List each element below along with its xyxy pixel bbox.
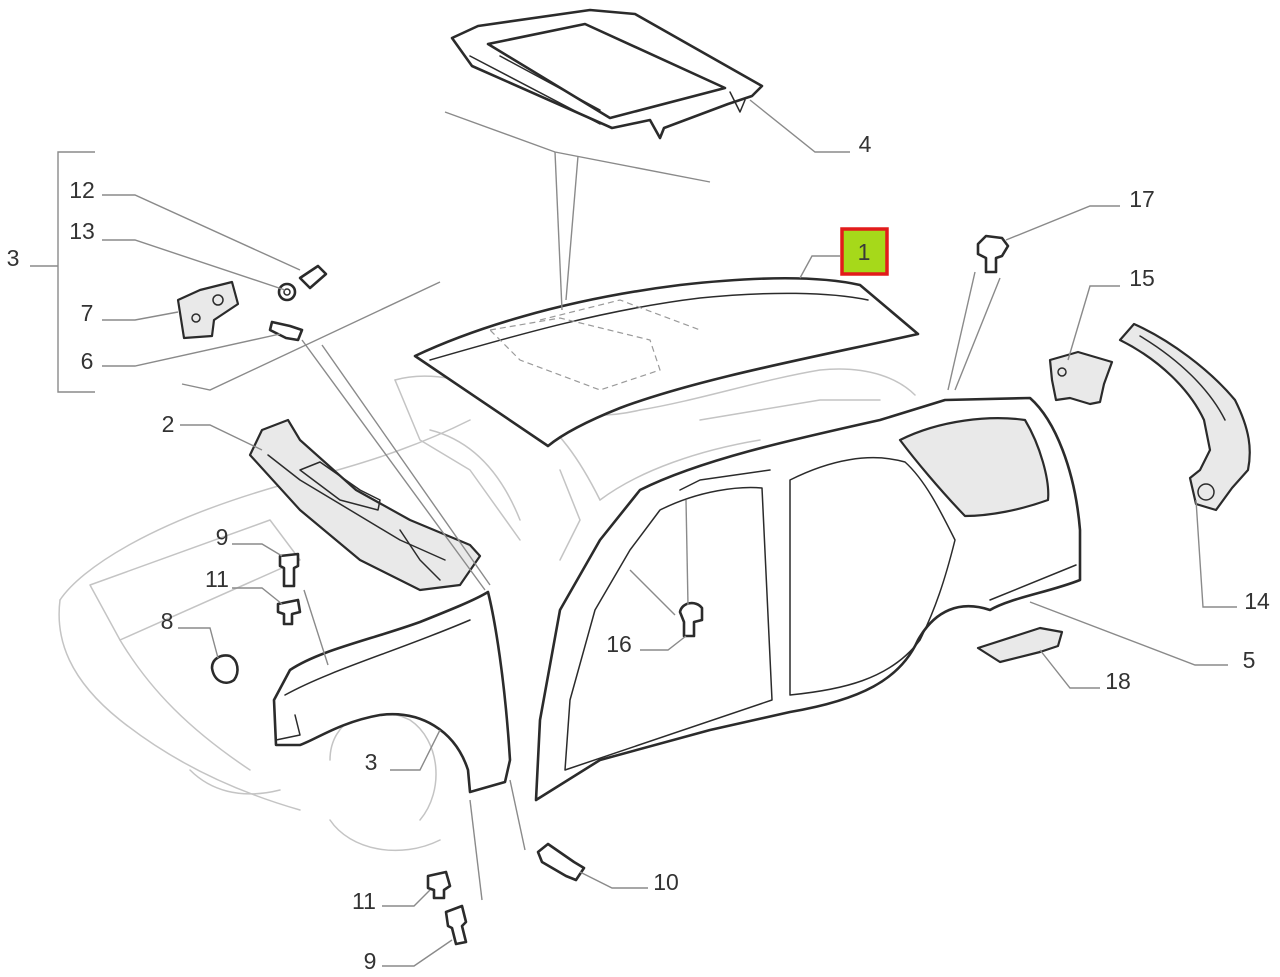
- part-10-bolt[interactable]: [536, 842, 586, 882]
- callout-9-lower[interactable]: 9: [364, 948, 377, 974]
- part-9-bolt-lower[interactable]: [444, 904, 468, 946]
- part-16-plug[interactable]: [678, 601, 704, 638]
- callout-7[interactable]: 7: [81, 300, 94, 326]
- callout-14[interactable]: 14: [1244, 588, 1270, 614]
- part-17-plug[interactable]: [976, 234, 1010, 274]
- callout-labels: 1 2 3 3 4 5 6 7 8 9 9 10 11 11 12 13 14 …: [7, 131, 1270, 974]
- part-4-sunroof-frame[interactable]: [450, 8, 764, 140]
- part-1-roof-panel[interactable]: [413, 276, 920, 448]
- callout-11-upper[interactable]: 11: [205, 566, 229, 592]
- callout-9-upper[interactable]: 9: [216, 524, 229, 550]
- part-15-bracket[interactable]: [1048, 350, 1114, 406]
- callout-1[interactable]: 1: [858, 239, 871, 265]
- callout-3-upper[interactable]: 3: [7, 245, 20, 271]
- callout-17[interactable]: 17: [1129, 186, 1155, 212]
- callout-12[interactable]: 12: [69, 177, 95, 203]
- part-18-bracket[interactable]: [976, 626, 1064, 664]
- callout-8[interactable]: 8: [161, 608, 174, 634]
- part-2-cowl-panel[interactable]: [248, 418, 482, 592]
- part-3-front-fender[interactable]: [272, 590, 512, 794]
- part-5-side-body-panel[interactable]: [534, 396, 1082, 802]
- callout-4[interactable]: 4: [859, 131, 872, 157]
- callout-6[interactable]: 6: [81, 348, 94, 374]
- part-14-wheelhouse-panel[interactable]: [1118, 322, 1251, 512]
- callout-13[interactable]: 13: [69, 218, 95, 244]
- callout-15[interactable]: 15: [1129, 265, 1155, 291]
- part-11-clip-upper[interactable]: [276, 598, 302, 626]
- callout-18[interactable]: 18: [1105, 668, 1131, 694]
- callout-5[interactable]: 5: [1243, 647, 1256, 673]
- leader-lines: [30, 99, 1237, 967]
- callout-2[interactable]: 2: [162, 411, 175, 437]
- callout-3-lower[interactable]: 3: [365, 749, 378, 775]
- callout-16[interactable]: 16: [606, 631, 632, 657]
- highlight-box-part-1: [840, 227, 889, 276]
- part-7-hinge-bracket[interactable]: [176, 280, 240, 340]
- part-12-bolt[interactable]: [298, 264, 328, 290]
- part-8-grommet[interactable]: [210, 654, 239, 684]
- part-11-clip-lower[interactable]: [426, 870, 452, 900]
- part-9-bolt-upper[interactable]: [278, 552, 300, 588]
- part-13-washer[interactable]: [277, 282, 297, 302]
- part-6-bolt[interactable]: [268, 320, 304, 342]
- callout-11-lower[interactable]: 11: [352, 888, 376, 914]
- callout-10[interactable]: 10: [653, 869, 679, 895]
